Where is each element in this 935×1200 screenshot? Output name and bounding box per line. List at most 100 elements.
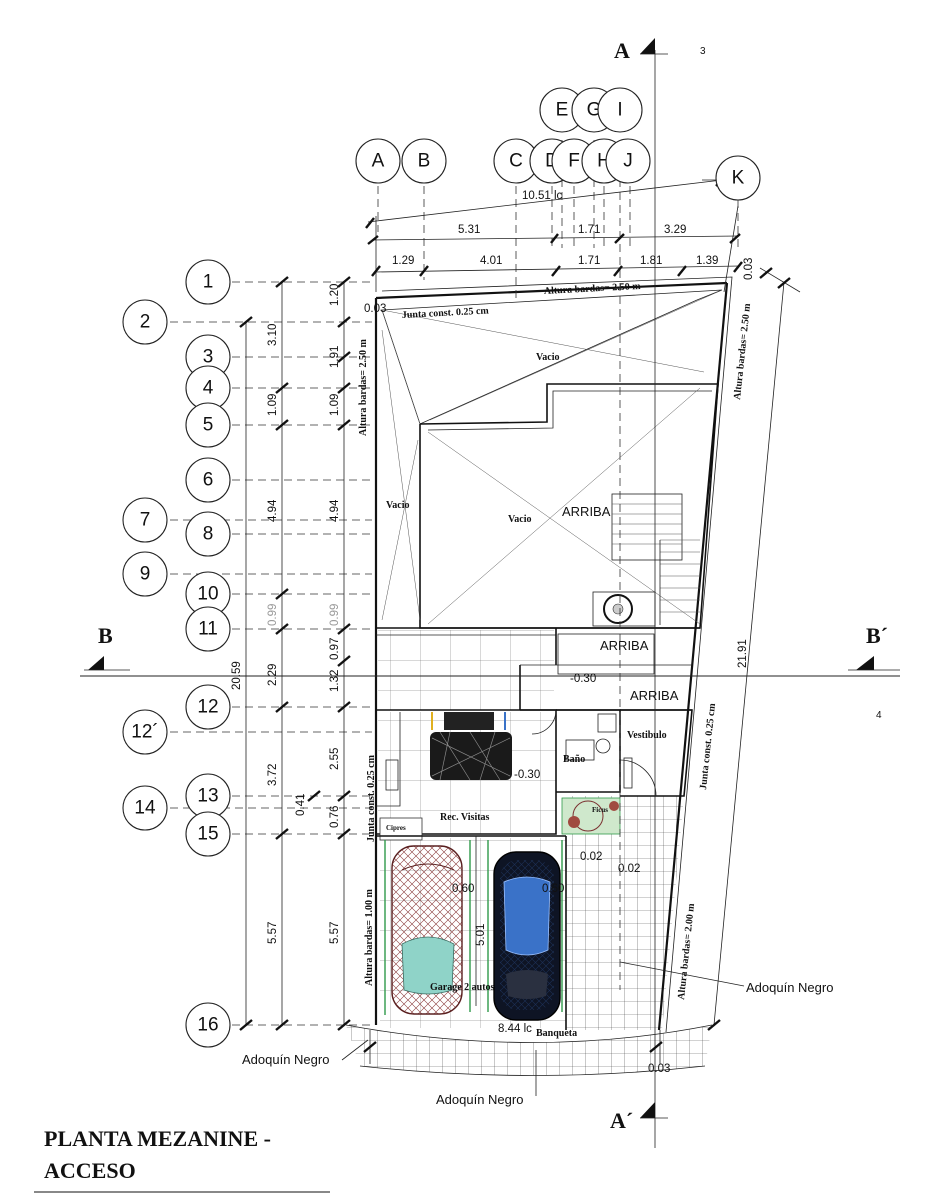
label-bano: Baño [563, 754, 585, 765]
dim-171-a: 1.71 [578, 224, 600, 236]
dim-edge-left: 0.03 [364, 303, 386, 315]
planter-tree [603, 594, 633, 624]
dim-overall-right: 21.91 [737, 639, 749, 668]
axis-bubble-1: 1 [185, 259, 231, 305]
dim-edge-bottom: 0.03 [648, 1063, 670, 1075]
svg-text:0.99: 0.99 [329, 604, 341, 626]
axis-bubble-3: 3 [185, 334, 231, 380]
svg-text:10: 10 [197, 584, 218, 605]
section-marker-a-top: A 3 [614, 38, 706, 63]
svg-text:16: 16 [197, 1015, 218, 1036]
axis-bubble-6: 6 [185, 457, 231, 503]
svg-text:2: 2 [140, 312, 151, 333]
svg-text:1.20: 1.20 [329, 284, 341, 306]
svg-text:1.91: 1.91 [329, 346, 341, 368]
axis-bubble-12-prime: 12´ [122, 709, 168, 755]
label-vacio-2: Vacio [386, 500, 410, 511]
dim-overall-left: 20.59 [231, 661, 243, 690]
svg-text:2.29: 2.29 [267, 664, 279, 686]
tv-unit [444, 712, 494, 730]
door-swing [531, 709, 557, 735]
svg-text:0.76: 0.76 [329, 806, 341, 828]
label-slope-4: 0.02 [618, 863, 640, 875]
label-ficus: Ficus [592, 806, 608, 814]
svg-text:Altura bardas= 2.50 m: Altura bardas= 2.50 m [358, 339, 369, 436]
svg-text:J: J [623, 151, 633, 172]
sofa [430, 731, 512, 781]
svg-text:Junta const. 0.25 cm: Junta const. 0.25 cm [402, 305, 490, 321]
svg-text:9: 9 [140, 564, 151, 585]
column-axis-bubbles: A B C E G I D F H J K [355, 87, 761, 201]
svg-text:12´: 12´ [131, 722, 158, 743]
drawing-title: PLANTA MEZANINE - ACCESO [34, 1126, 330, 1193]
label-slope-3: 0.02 [580, 851, 602, 863]
svg-text:Altura bardas= 2.50 m: Altura bardas= 2.50 m [544, 281, 642, 297]
paving-front [346, 1025, 712, 1076]
section-label-b-prime: B´ [866, 623, 888, 648]
axis-bubble-a: A [355, 138, 401, 184]
axis-bubble-i: I [597, 87, 643, 133]
vestibulo-room [620, 709, 693, 797]
dim-171-b: 1.71 [578, 255, 600, 267]
wall-outer-line [381, 276, 733, 1033]
title-line-2: ACCESO [44, 1158, 136, 1183]
label-vacio-1: Vacio [536, 352, 560, 363]
svg-text:0.41: 0.41 [295, 794, 307, 816]
svg-text:8: 8 [203, 524, 214, 545]
svg-text:Altura bardas= 2.00 m: Altura bardas= 2.00 m [676, 902, 697, 1000]
section-label-a-prime: A´ [610, 1108, 633, 1133]
label-vestibulo: Vestibulo [627, 730, 667, 741]
svg-text:1: 1 [203, 272, 214, 293]
svg-text:1.09: 1.09 [267, 394, 279, 416]
left-dimensions: 20.59 3.10 1.09 4.94 0.99 2.29 3.72 0.41… [231, 284, 749, 1075]
svg-text:13: 13 [197, 786, 218, 807]
car-red [391, 845, 463, 1015]
svg-text:A: A [372, 151, 385, 172]
section-label-b: B [98, 623, 113, 648]
axis-bubble-14: 14 [122, 785, 168, 831]
svg-text:14: 14 [134, 798, 156, 819]
section-marker-b-left: B [84, 623, 130, 671]
svg-text:5.57: 5.57 [267, 922, 279, 944]
plan-geometry [80, 50, 900, 1148]
label-vacio-3: Vacio [508, 514, 532, 525]
svg-text:4: 4 [203, 378, 214, 399]
svg-text:F: F [568, 151, 580, 172]
label-arriba-3: ARRIBA [630, 688, 679, 703]
axis-bubble-15: 15 [185, 811, 231, 857]
section-label-a: A [614, 38, 630, 63]
title-line-1: PLANTA MEZANINE - [44, 1126, 271, 1151]
label-rec-visitas: Rec. Visitas [440, 812, 490, 823]
section-number-3: 3 [700, 46, 706, 57]
svg-text:E: E [556, 100, 569, 121]
svg-text:2.55: 2.55 [329, 748, 341, 770]
axis-bubble-k: K [715, 155, 761, 201]
label-garage: Garage 2 autos [430, 982, 495, 993]
svg-text:15: 15 [197, 824, 218, 845]
cipres-planter [379, 817, 423, 841]
svg-text:3.10: 3.10 [267, 324, 279, 346]
dim-overall-top: 10.51 lc [522, 190, 563, 202]
dim-181: 1.81 [640, 255, 662, 267]
svg-text:Altura bardas= 2.50 m: Altura bardas= 2.50 m [732, 302, 753, 400]
wall-top [375, 281, 728, 300]
callout-adoquin-left: Adoquín Negro [242, 1052, 329, 1067]
label-arriba-2: ARRIBA [600, 638, 649, 653]
dim-front: 8.44 lc [498, 1023, 532, 1035]
svg-text:I: I [617, 100, 622, 121]
svg-text:7: 7 [140, 510, 151, 531]
label-slope-1: 0.60 [452, 883, 474, 895]
dim-edge-right: 0.03 [743, 258, 755, 280]
axis-bubble-5: 5 [185, 402, 231, 448]
label-arriba-1: ARRIBA [562, 504, 611, 519]
axis-bubble-b: B [401, 138, 447, 184]
paving-right [566, 796, 684, 1030]
material-callouts: Adoquín Negro Adoquín Negro Adoquín Negr… [242, 961, 833, 1107]
label-501: 5.01 [475, 924, 487, 946]
svg-text:1.09: 1.09 [329, 394, 341, 416]
axis-bubble-2: 2 [122, 299, 168, 345]
axis-bubble-j: J [605, 138, 651, 184]
section-marker-a-bottom: A´ [610, 1102, 668, 1133]
svg-text:B: B [418, 151, 431, 172]
